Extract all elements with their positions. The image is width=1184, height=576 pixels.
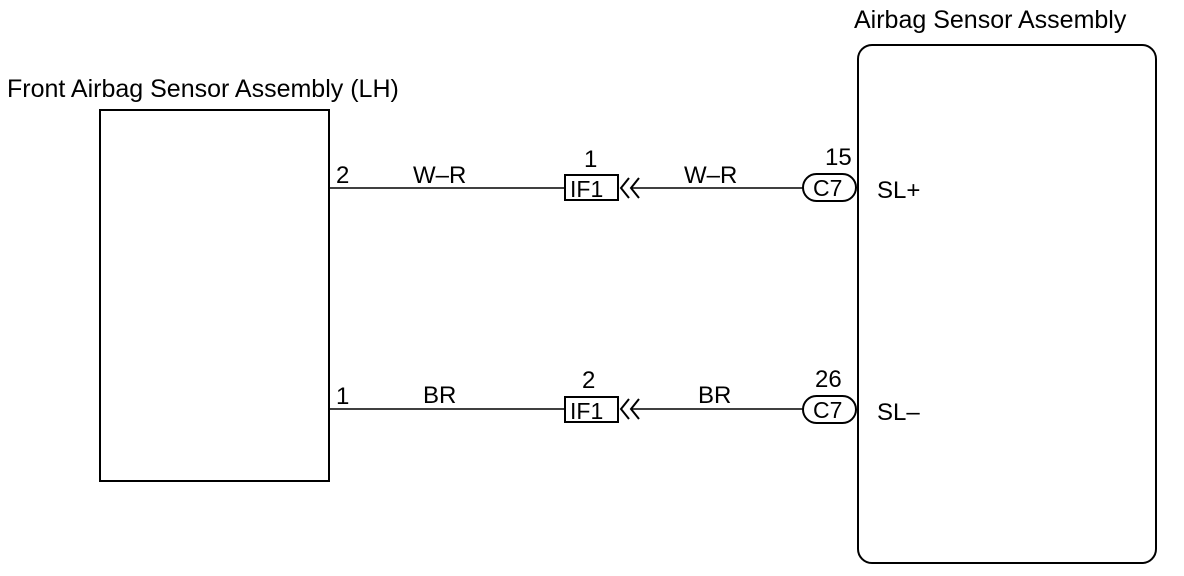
left-pin-number: 2: [336, 162, 349, 189]
wire-color-label: W–R: [684, 162, 737, 189]
right-pin-number: 15: [825, 144, 852, 171]
right-connector-oval: [802, 173, 857, 202]
right-connector-label: C7: [813, 175, 842, 201]
signal-label: SL+: [877, 177, 920, 204]
right-connector-oval: [802, 395, 857, 424]
right-pin-number: 26: [815, 366, 842, 393]
junction-pin-number: 2: [582, 367, 595, 394]
circuit-2: 1 BR 2 IF1 BR 26 C7 SL–: [329, 366, 920, 426]
junction-pin-number: 1: [584, 146, 597, 173]
junction-connector-box: [564, 396, 619, 423]
junction-connector-label: IF1: [570, 398, 603, 424]
left-pin-number: 1: [336, 383, 349, 410]
wire-color-label: BR: [423, 382, 456, 409]
right-component-box: [857, 44, 1157, 564]
signal-label: SL–: [877, 399, 920, 426]
wire-color-label: BR: [698, 382, 731, 409]
wire-color-label: W–R: [413, 162, 466, 189]
left-component-box: [99, 109, 330, 482]
left-component-title: Front Airbag Sensor Assembly (LH): [7, 75, 399, 103]
right-component-title: Airbag Sensor Assembly: [854, 6, 1127, 34]
right-connector-label: C7: [813, 397, 842, 423]
junction-connector-label: IF1: [570, 176, 603, 202]
circuit-1: 2 W–R 1 IF1 W–R 15 C7 SL+: [329, 144, 920, 204]
junction-connector-box: [564, 174, 619, 201]
